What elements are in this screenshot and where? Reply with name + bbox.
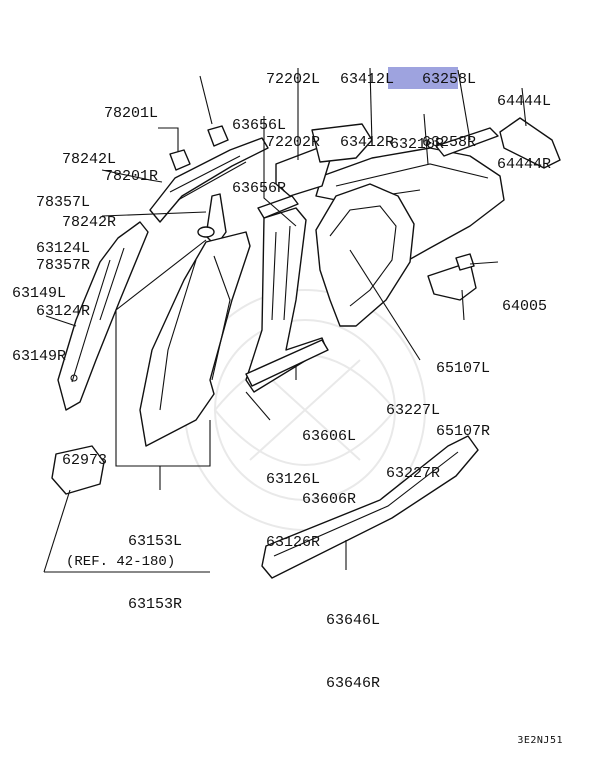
part-number: 63227L — [386, 402, 441, 419]
wheel-house-inner — [315, 183, 415, 327]
part-number: 63210R — [390, 136, 445, 153]
part-number: 64444R — [497, 156, 552, 173]
label-72202: 72202L 72202R — [266, 27, 320, 195]
label-63656: 63656L 63656R — [232, 73, 286, 241]
part-number: 63124R — [36, 303, 91, 320]
reference-note: (REF. 42-180) — [66, 554, 176, 570]
label-63126: 63126L 63126R — [266, 427, 320, 595]
label-78357: 78357L 78357R — [36, 150, 90, 318]
rear-part-64444 — [499, 117, 561, 169]
part-number: 63412L — [340, 71, 395, 88]
label-63227: 63227L 63227R — [386, 358, 440, 526]
side-sill-outer — [261, 435, 479, 579]
label-63646: 63646L 63646R — [326, 568, 380, 736]
part-number: 78242R — [62, 214, 117, 231]
bracket-78242 — [169, 149, 191, 171]
part-number: 78357R — [36, 257, 91, 274]
part-number: 64444L — [497, 93, 552, 110]
part-number: 64005 — [502, 298, 548, 315]
rear-part-63258 — [435, 127, 499, 157]
part-number: 62973 — [62, 452, 108, 469]
part-number: 63149L — [12, 285, 67, 302]
part-number: 63412R — [340, 134, 395, 151]
label-63149: 63149L 63149R — [12, 241, 66, 409]
part-number: 63149R — [12, 348, 67, 365]
part-number: 72202L — [266, 71, 321, 88]
label-63412: 63412L 63412R — [340, 27, 394, 195]
label-64444: 64444L 64444R — [497, 49, 551, 217]
part-number: 63126L — [266, 471, 321, 488]
part-number: 65107R — [436, 423, 491, 440]
part-number: 63153L — [128, 533, 183, 550]
part-number: 63153R — [128, 596, 183, 613]
label-63210: 63210R — [390, 92, 444, 197]
part-number: 78201L — [104, 105, 159, 122]
part-number: 72202R — [266, 134, 321, 151]
label-63258: 63258L 63258R — [422, 27, 476, 195]
part-number: 65107L — [436, 360, 491, 377]
part-number: 63606R — [302, 491, 357, 508]
label-63153: 63153L 63153R — [128, 489, 182, 657]
part-number: 63656L — [232, 117, 287, 134]
label-62973: 62973 — [62, 408, 107, 513]
part-number: 63606L — [302, 428, 357, 445]
part-number: 63656R — [232, 180, 287, 197]
front-pillar-outer — [57, 221, 149, 411]
part-number: 63258R — [422, 134, 477, 151]
center-pillar-outer — [245, 207, 327, 393]
bracket-78201 — [207, 125, 229, 147]
part-number: 63258L — [422, 71, 477, 88]
label-64005: 64005 — [502, 254, 547, 359]
part-number: 63646R — [326, 675, 381, 692]
center-pillar-inner — [139, 231, 251, 447]
part-number: 63227R — [386, 465, 441, 482]
inner-panel-63412 — [311, 123, 373, 163]
label-78201: 78201L 78201R — [104, 61, 158, 229]
sill-inner-63606 — [245, 339, 329, 387]
label-63606: 63606L 63606R — [302, 384, 356, 552]
part-number: 63124L — [36, 240, 91, 257]
highlight-box — [388, 67, 458, 89]
label-78242: 78242L 78242R — [62, 107, 116, 275]
clip-64005 — [455, 253, 475, 271]
label-65107: 65107L 65107R — [436, 316, 490, 484]
ref-bracket — [51, 445, 105, 495]
part-number: 63646L — [326, 612, 381, 629]
label-63124: 63124L 63124R — [36, 196, 90, 364]
diagram-id: 3E2NJ51 — [517, 735, 563, 746]
bracket-63656 — [257, 195, 299, 219]
leader-lines — [43, 67, 527, 573]
part-number: 78201R — [104, 168, 159, 185]
part-number: 78242L — [62, 151, 117, 168]
grommet-62973 — [197, 226, 215, 238]
part-number: 78357L — [36, 194, 91, 211]
part-number: 63126R — [266, 534, 321, 551]
